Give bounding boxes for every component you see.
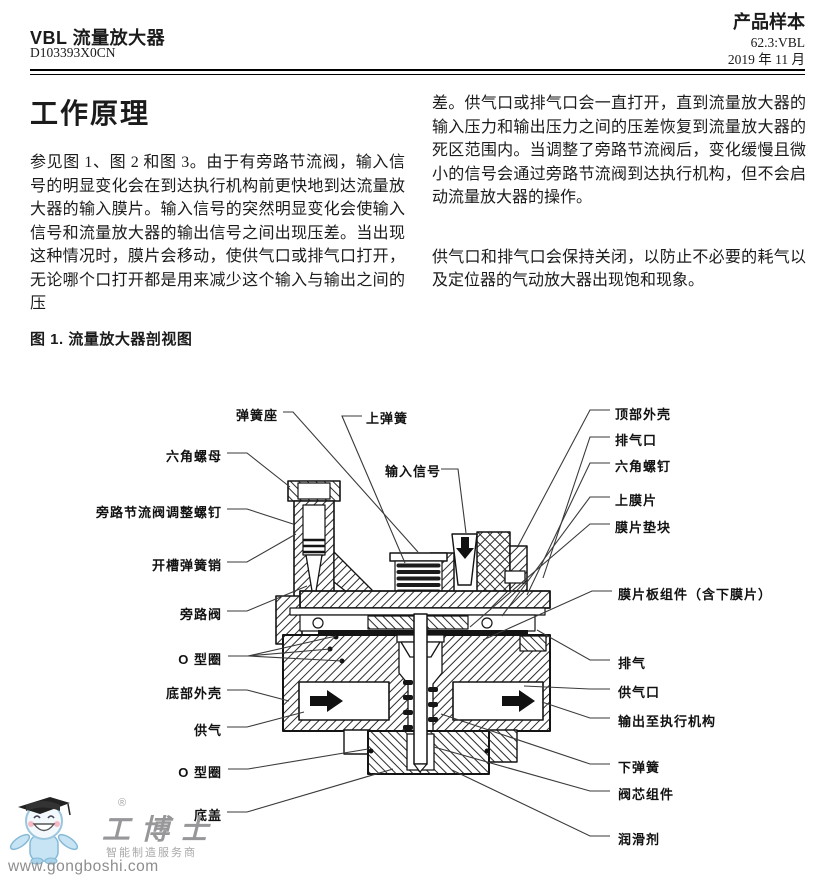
cutaway-diagram	[227, 409, 612, 837]
spring-seat-part	[389, 552, 448, 562]
label-output-to-actuator: 输出至执行机构	[618, 714, 717, 729]
label-o-ring-top: O 型圈	[178, 652, 222, 667]
header-rule-thin	[30, 74, 805, 75]
label-spring-seat: 弹簧座	[235, 408, 278, 423]
doc-reference: 62.3:VBL	[750, 34, 805, 50]
label-diaphragm-plate-assembly: 膜片板组件（含下膜片）	[618, 587, 773, 602]
label-bottom-housing: 底部外壳	[165, 686, 222, 701]
body-paragraph: 参见图 1、图 2 和图 3。由于有旁路节流阀，输入信号的明显变化会在到达执行机…	[30, 154, 405, 312]
label-bottom-cover: 底盖	[193, 808, 222, 823]
section-title: 工作原理	[30, 98, 151, 129]
input-signal-arrow	[461, 537, 469, 548]
header-right-block: 产品样本 62.3:VBL 2019 年 11 月	[728, 12, 805, 68]
body-paragraph: 差。供气口或排气口会一直打开，直到流量放大器的输入压力和输出压力之间的压差恢复到…	[432, 95, 806, 206]
doc-type-label: 产品样本	[733, 12, 805, 32]
product-title: VBL 流量放大器	[30, 28, 166, 48]
valve-stem-part	[413, 613, 428, 765]
label-exhaust: 排气	[618, 656, 647, 671]
doc-date: 2019 年 11 月	[727, 52, 805, 68]
flow-arrows	[310, 690, 535, 712]
label-supply-port: 供气口	[618, 685, 661, 700]
body-paragraph: 供气口和排气口会保持关闭，以防止不必要的耗气以及定位器的气动放大器出现饱和现象。	[432, 248, 806, 290]
input-signal-arrowhead	[456, 548, 474, 559]
label-input-signal: 输入信号	[385, 464, 442, 479]
label-o-ring-bottom: O 型圈	[178, 765, 222, 780]
header-rule-thick	[30, 69, 805, 71]
watermark-slogan: 智能制造服务商	[106, 847, 197, 859]
label-bypass-valve: 旁路阀	[179, 607, 222, 622]
label-lubricant: 润滑剂	[618, 832, 661, 847]
watermark-url: www.gongboshi.com	[8, 858, 159, 875]
leader-lines	[227, 409, 612, 837]
label-supply: 供气	[193, 723, 222, 738]
registered-mark: ®	[118, 797, 127, 809]
label-exhaust-port: 排气口	[615, 433, 658, 448]
watermark-brand: 工博士	[102, 815, 220, 846]
label-upper-diaphragm: 上膜片	[615, 493, 658, 508]
left-column: 工作原理 参见图 1、图 2 和图 3。由于有旁路节流阀，输入信号的明显变化会在…	[30, 92, 405, 316]
label-top-housing: 顶部外壳	[615, 407, 672, 422]
label-upper-spring: 上弹簧	[366, 411, 409, 426]
label-hex-screw: 六角螺钉	[615, 459, 672, 474]
label-slotted-spring-pin: 开槽弹簧销	[151, 558, 222, 573]
figure-caption: 图 1. 流量放大器剖视图	[30, 331, 193, 348]
label-diaphragm-spacer: 膜片垫块	[615, 520, 672, 535]
mascot-logo	[9, 797, 79, 865]
label-bypass-adjust-screw: 旁路节流阀调整螺钉	[95, 505, 222, 520]
right-column: 差。供气口或排气口会一直打开，直到流量放大器的输入压力和输出压力之间的压差恢复到…	[432, 92, 806, 293]
amplifier-body	[275, 480, 551, 775]
label-valve-plug-assembly: 阀芯组件	[618, 787, 675, 802]
document-number: D103393X0CN	[30, 45, 116, 60]
label-hex-nut: 六角螺母	[165, 449, 222, 464]
label-lower-spring: 下弹簧	[618, 760, 661, 775]
